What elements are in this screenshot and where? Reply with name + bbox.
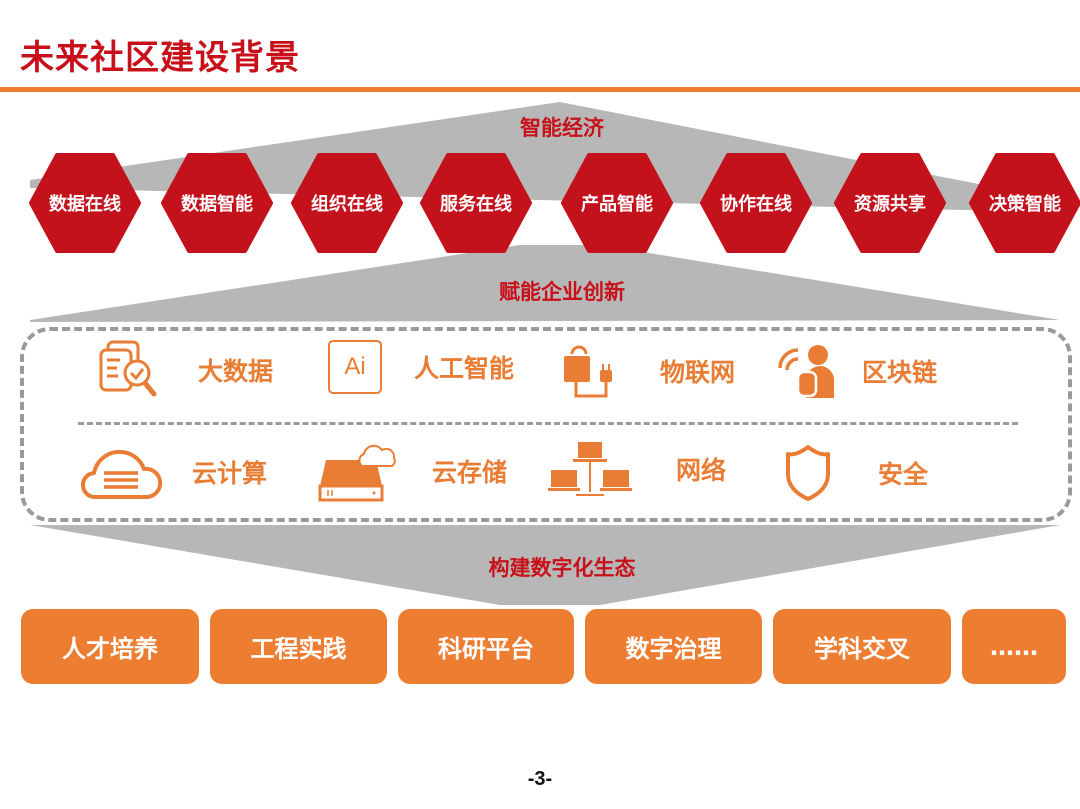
- outcome-more: ……: [962, 609, 1066, 684]
- network-computers-icon: [548, 442, 632, 496]
- tech-label: 云存储: [432, 458, 508, 487]
- hexagon-shape: [700, 153, 812, 253]
- wireless-person-icon: [778, 345, 834, 398]
- band-label-smart-economy: 智能经济: [520, 116, 604, 140]
- hexagon-item: 产品智能: [561, 153, 673, 253]
- smart-plug-bag-icon: [564, 345, 612, 398]
- outcome-digital-governance: 数字治理: [585, 609, 762, 684]
- page-number: -3-: [527, 768, 553, 790]
- hexagon-label: 数据在线: [49, 194, 121, 215]
- hexagon-label: 决策智能: [989, 194, 1061, 215]
- tech-item-cloud-storage: 云存储: [318, 440, 507, 502]
- hexagon-item: 决策智能: [969, 153, 1080, 253]
- band-label-digital-ecosystem: 构建数字化生态: [488, 556, 636, 580]
- outcome-research-platform: 科研平台: [398, 609, 574, 684]
- bottom-wedge: [30, 525, 1060, 605]
- hexagon-shape: [161, 153, 273, 253]
- tech-item-blockchain: 区块链: [776, 342, 937, 400]
- page-title: 未来社区建设背景: [20, 38, 300, 78]
- tech-label: 安全: [878, 460, 929, 489]
- hexagon-shape: [834, 153, 946, 253]
- hexagon-label: 数据智能: [181, 194, 253, 215]
- document-search-icon: [99, 340, 157, 397]
- tech-item-iot: 物联网: [560, 342, 735, 400]
- tech-label: 区块链: [862, 358, 938, 387]
- ai-box-icon: Ai: [328, 340, 382, 394]
- band-label-enterprise-innovation: 赋能企业创新: [499, 280, 625, 304]
- tech-label: 物联网: [660, 358, 736, 387]
- outcome-engineering-practice: 工程实践: [210, 609, 387, 684]
- shield-icon: [786, 445, 830, 501]
- tech-item-big-data: 大数据: [98, 340, 273, 400]
- middle-wedge: [30, 245, 1060, 322]
- hexagon-shape: [420, 153, 532, 253]
- title-underline: [0, 87, 1080, 92]
- tech-label: 云计算: [192, 459, 268, 488]
- tech-label: 大数据: [198, 357, 274, 386]
- hexagon-item: 协作在线: [700, 153, 812, 253]
- hexagon-label: 协作在线: [720, 194, 792, 215]
- tech-item-network: 网络: [548, 440, 726, 498]
- hexagon-shape: [29, 153, 141, 253]
- hexagon-item: 资源共享: [834, 153, 946, 253]
- hexagon-shape: [561, 153, 673, 253]
- tech-label: 人工智能: [414, 354, 515, 383]
- cloud-storage-icon: [318, 444, 396, 502]
- tech-item-cloud-computing: 云计算: [80, 443, 267, 501]
- hexagon-shape: [969, 153, 1080, 253]
- technology-row-divider: [78, 422, 1018, 425]
- hexagon-item: 数据智能: [161, 153, 273, 253]
- hexagon-label: 产品智能: [581, 194, 653, 215]
- tech-item-ai: Ai 人工智能: [328, 340, 514, 394]
- hexagon-label: 资源共享: [854, 194, 926, 215]
- cloud-server-icon: [81, 449, 163, 500]
- technology-container: [20, 327, 1072, 522]
- hexagon-item: 组织在线: [291, 153, 403, 253]
- tech-item-security: 安全: [784, 444, 928, 502]
- hexagon-shape: [291, 153, 403, 253]
- hexagon-label: 组织在线: [311, 194, 383, 215]
- tech-label: 网络: [676, 456, 727, 485]
- outcome-talent-cultivation: 人才培养: [21, 609, 199, 684]
- outcome-interdisciplinary: 学科交叉: [773, 609, 951, 684]
- hexagon-label: 服务在线: [440, 194, 512, 215]
- hexagon-item: 服务在线: [420, 153, 532, 253]
- hexagon-item: 数据在线: [29, 153, 141, 253]
